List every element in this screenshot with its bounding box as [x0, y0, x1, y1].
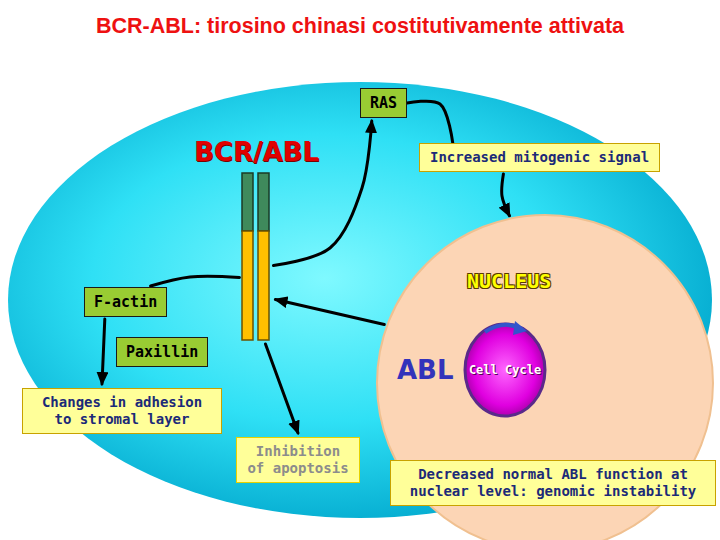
- effect-box: Decreased normal ABL function at nuclear…: [390, 460, 716, 506]
- cycle-ellipse: [465, 324, 545, 416]
- effect-box: Changes in adhesion to stromal layer: [22, 388, 222, 434]
- protein-box: F-actin: [84, 287, 167, 317]
- bcr-segment: [258, 173, 269, 231]
- connector-arrow: [151, 276, 240, 286]
- abl-segment: [242, 231, 253, 340]
- connector-arrow: [407, 101, 453, 143]
- abl-segment: [258, 231, 269, 340]
- fusion-protein: BCR/ABL: [194, 136, 319, 342]
- cell-cycle-ellipse: Cell Cycle: [463, 322, 547, 418]
- box-text: RAS: [370, 94, 397, 112]
- connector-arrow: [265, 344, 298, 433]
- protein-box: Paxillin: [116, 337, 208, 367]
- gene-box: RAS: [360, 88, 407, 118]
- box-text: Decreased normal ABL function at nuclear…: [401, 466, 705, 500]
- bcr-segment: [242, 173, 253, 231]
- connector-arrow: [102, 319, 105, 384]
- effect-box: Increased mitogenic signal: [419, 143, 660, 172]
- fusion-bars: [241, 172, 271, 342]
- nucleus-circle: [377, 215, 713, 540]
- cycle-arrow-head: [513, 321, 527, 335]
- slide-title: BCR-ABL: tirosino chinasi costitutivamen…: [0, 14, 720, 39]
- box-text: Increased mitogenic signal: [430, 149, 649, 166]
- box-text: Changes in adhesion to stromal layer: [33, 394, 211, 428]
- connector-arrow: [275, 300, 384, 325]
- box-text: F-actin: [94, 293, 157, 311]
- box-text: Paxillin: [126, 343, 198, 361]
- box-text: Cell Cycle: [469, 363, 541, 377]
- gene-label: ABL: [397, 355, 454, 385]
- effect-box: Inhibition of apoptosis: [236, 437, 360, 483]
- protein-label: BCR/ABL: [194, 136, 319, 168]
- box-text: Inhibition of apoptosis: [247, 443, 349, 477]
- connector-arrow: [502, 174, 510, 216]
- compartment-label: NUCLEUS: [467, 269, 551, 293]
